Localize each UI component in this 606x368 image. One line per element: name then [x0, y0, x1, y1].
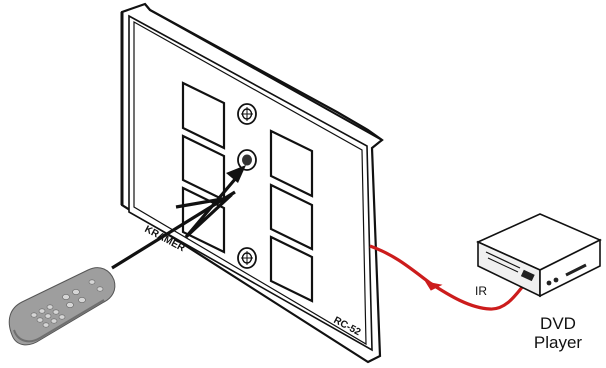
dvd-player: [476, 213, 602, 298]
ir-cable: [369, 244, 525, 311]
dvd-player-label-line1: DVD: [540, 314, 576, 333]
panel-button: [269, 235, 314, 303]
ir-connection-label: IR: [475, 284, 487, 298]
ir-cable-arrow: [424, 281, 443, 291]
ir-signal-arrows: [111, 165, 246, 270]
panel-button: [269, 183, 314, 251]
dvd-player-label: DVD Player: [522, 314, 594, 352]
screw-icon: [237, 103, 257, 125]
remote-control: [8, 267, 116, 346]
screw-icon: [237, 247, 257, 269]
ir-sensor-icon: [237, 149, 257, 171]
wall-panel: KRAMER RC-52: [120, 2, 384, 364]
dvd-player-label-line2: Player: [533, 333, 583, 352]
panel-button: [269, 129, 314, 198]
panel-button: [181, 81, 226, 150]
